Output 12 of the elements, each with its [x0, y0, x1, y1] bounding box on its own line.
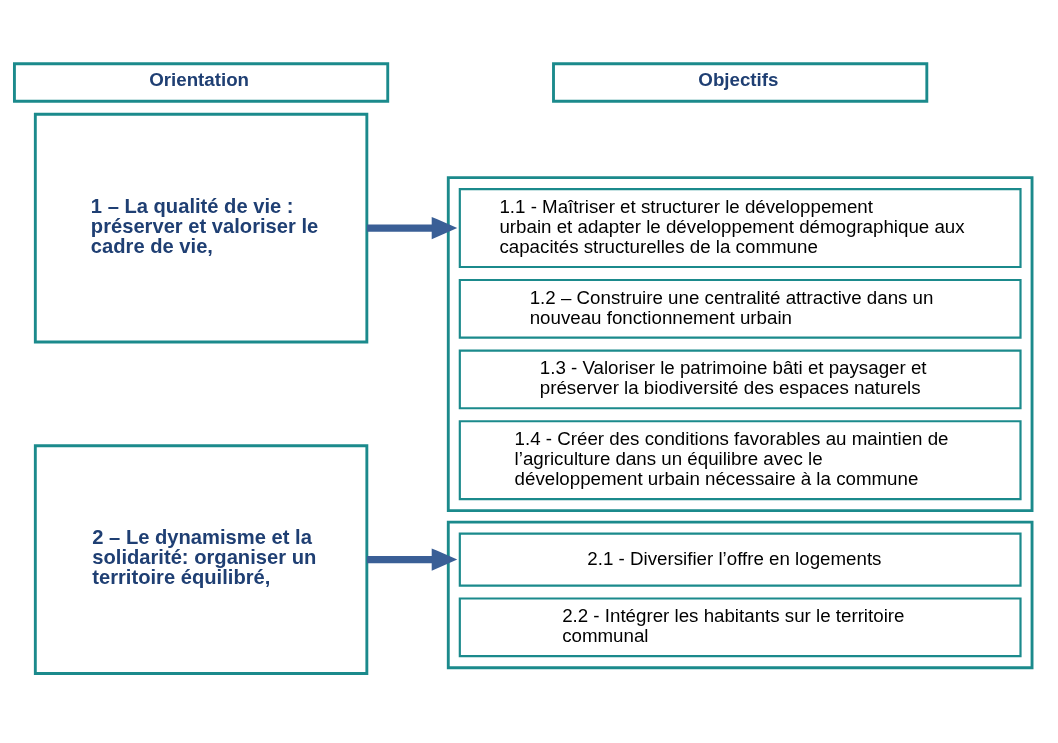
node-box: Orientation	[13, 62, 390, 103]
node-box: 1.3 - Valoriser le patrimoine bâti et paysager et préserver la biodiversité des espaces naturels	[458, 349, 1022, 410]
node-box: 2.1 - Diversifier l’offre en logements	[458, 532, 1022, 587]
node-box: 2.2 - Intégrer les habitants sur le territoire communal	[458, 597, 1022, 658]
node-box: 1.2 – Construire une centralité attractive dans un nouveau fonctionnement urbain	[458, 278, 1022, 339]
node-box: 2 – Le dynamisme et la solidarité: organiser un territoire équilibré,	[33, 444, 369, 675]
node-box: 1.1 - Maîtriser et structurer le développement urbain et adapter le développement démographique aux capacités structurelles de la commune	[458, 188, 1022, 269]
node-box: 1 – La qualité de vie : préserver et valoriser le cadre de vie,	[33, 112, 369, 344]
cluster	[446, 520, 1034, 670]
node-box: 1.4 - Créer des conditions favorables au maintien de l’agriculture dans un équilibre avec le développement urbain nécessaire à la commune	[458, 420, 1022, 501]
cluster	[446, 176, 1034, 513]
node-box: Objectifs	[552, 62, 929, 103]
